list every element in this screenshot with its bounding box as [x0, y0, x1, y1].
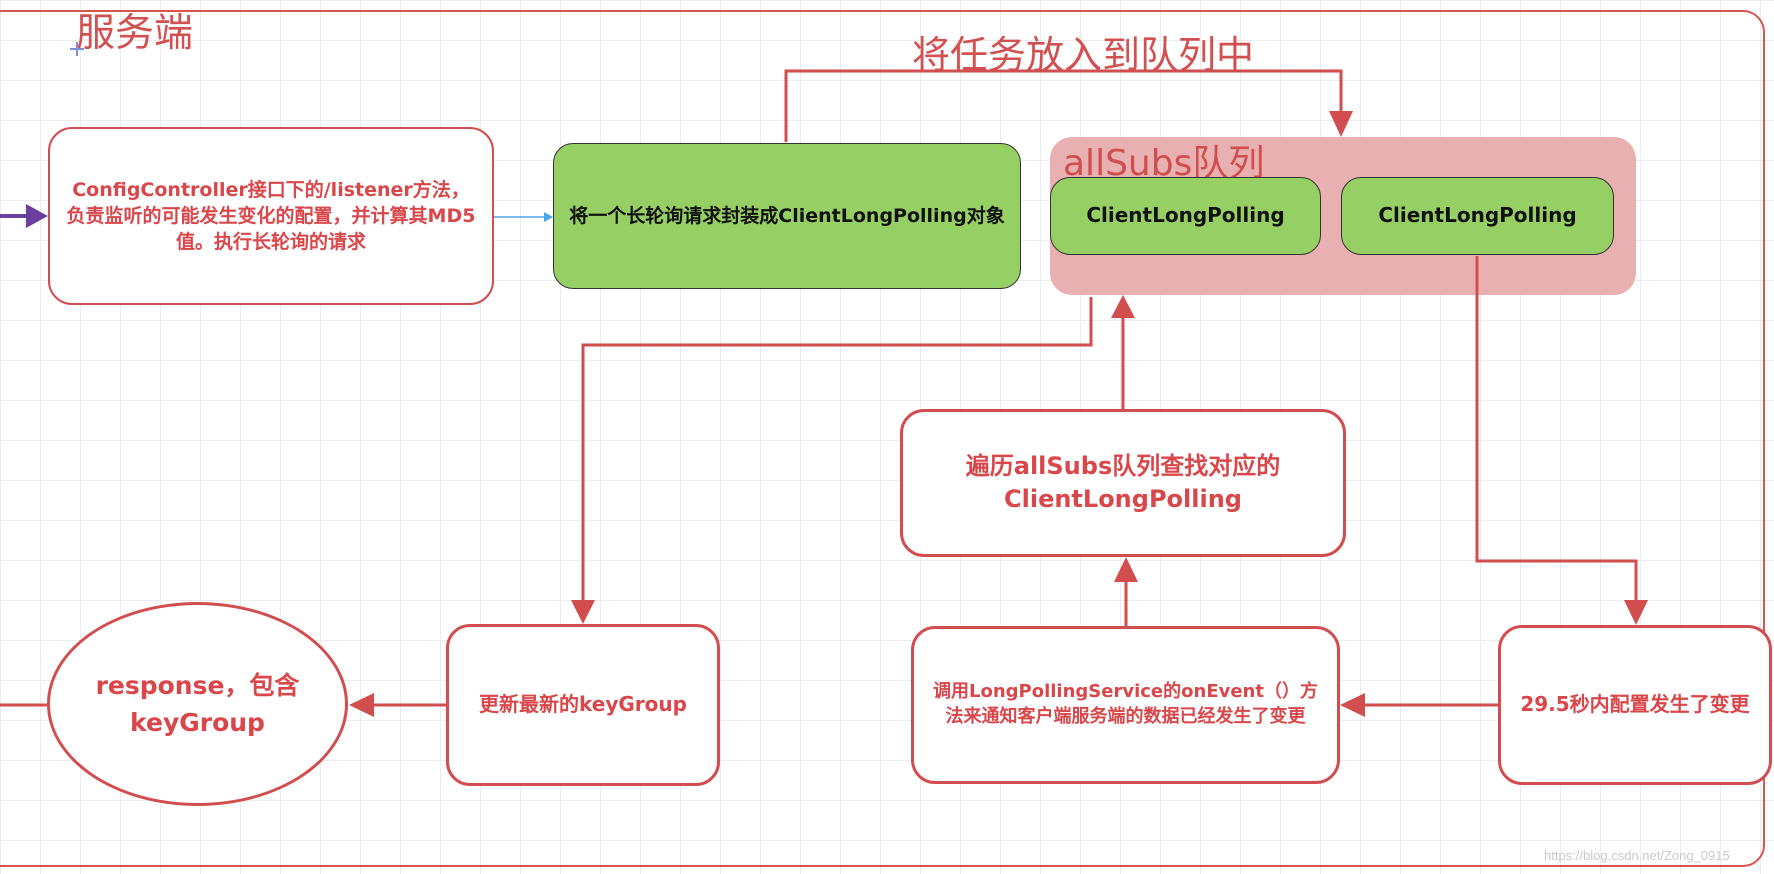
arrowhead-update: [571, 600, 595, 624]
server-frame: [0, 10, 1765, 867]
arrowhead-response: [349, 693, 374, 717]
traverse-node: 遍历allSubs队列查找对应的ClientLongPolling: [900, 409, 1346, 557]
arrowhead-changed: [1624, 600, 1648, 625]
wrap-polling-node: 将一个长轮询请求封装成ClientLongPolling对象: [553, 143, 1021, 289]
queue-item: ClientLongPolling: [1341, 177, 1614, 255]
arrowhead-onevent: [1340, 693, 1365, 717]
crosshair-icon: [70, 42, 84, 56]
edge-wrap-to-queue: [784, 69, 1343, 142]
link-arrowhead: [544, 212, 553, 222]
response-node: response，包含keyGroup: [47, 602, 348, 806]
arrowhead-traverse: [1114, 557, 1138, 582]
config-changed-node: 29.5秒内配置发生了变更: [1498, 625, 1772, 785]
edge-queue-to-update: [581, 297, 1093, 602]
section-title: 服务端: [76, 11, 194, 56]
arrowhead-queue: [1329, 111, 1353, 137]
arrowhead-queue-up: [1111, 295, 1135, 318]
incoming-arrowhead: [26, 204, 48, 228]
on-event-node: 调用LongPollingService的onEvent（）方法来通知客户端服务…: [911, 626, 1340, 784]
watermark: https://blog.csdn.net/Zong_0915: [1544, 848, 1730, 863]
edge-polling-to-changed: [1475, 256, 1638, 602]
listener-node: ConfigController接口下的/listener方法，负责监听的可能发…: [48, 127, 494, 305]
update-keygroup-node: 更新最新的keyGroup: [446, 624, 720, 786]
queue-item: ClientLongPolling: [1050, 177, 1321, 255]
response-label: response，包含keyGroup: [95, 670, 300, 738]
